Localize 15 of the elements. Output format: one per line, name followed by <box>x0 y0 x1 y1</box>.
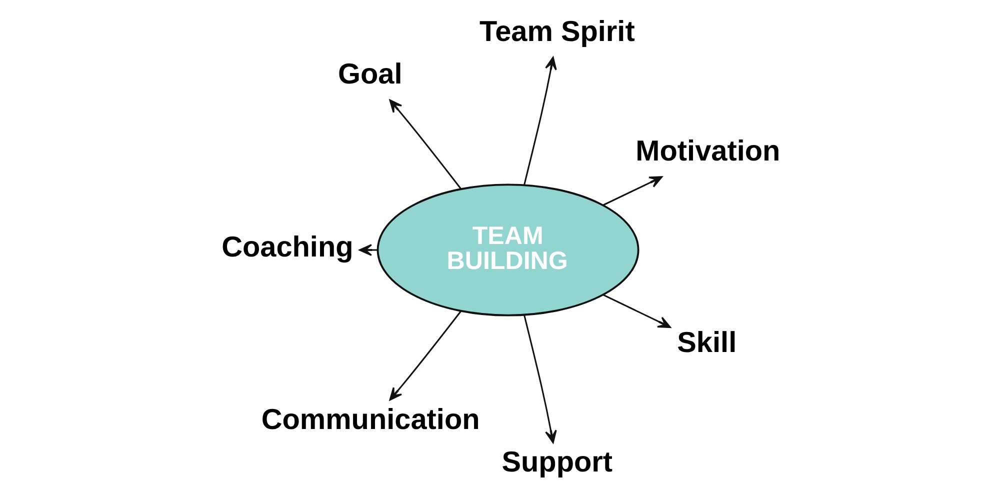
arrow <box>603 294 671 328</box>
arrow <box>359 244 378 256</box>
node-text: Communication <box>261 404 480 436</box>
arrow <box>389 310 462 401</box>
node-text: Coaching <box>222 231 354 264</box>
node-text: Skill <box>677 327 737 360</box>
arrow <box>389 99 462 190</box>
node-text: Team Spirit <box>480 16 635 48</box>
node-text: Support <box>502 446 613 479</box>
node-text: Goal <box>338 58 402 91</box>
node-ellipse: TEAM BUILDING <box>376 184 640 316</box>
arrow <box>524 314 557 444</box>
node-text: Motivation <box>636 135 780 168</box>
arrow <box>524 56 557 186</box>
arrow <box>603 176 662 206</box>
